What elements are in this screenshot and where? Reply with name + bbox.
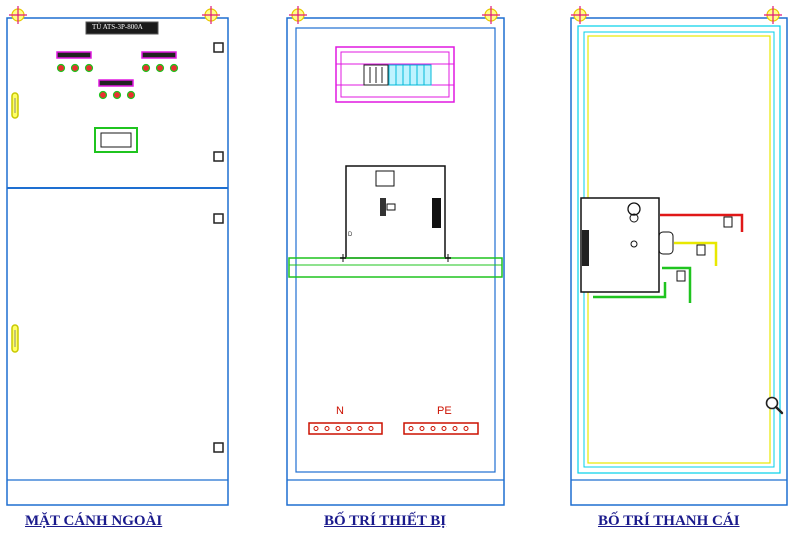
meter-group-right [141, 51, 179, 73]
crosshair-lifting-icon [571, 6, 589, 24]
mounting-rail [288, 257, 503, 278]
front-view [6, 17, 229, 506]
equipment-view-label: BỐ TRÍ THIẾT BỊ [324, 513, 447, 529]
neutral-terminal-bar [308, 422, 383, 435]
equipment-cabinet-outline [286, 17, 505, 506]
busbar-yellow [674, 241, 718, 266]
busbar-green [593, 266, 692, 303]
mounting-plate [295, 27, 496, 473]
busbar-view-label: BỐ TRÍ THANH CÁI [598, 513, 740, 529]
ats-switch-side [580, 197, 674, 293]
equipment-view: D [286, 17, 505, 506]
display-window [94, 127, 138, 153]
front-view-label: MẶT CÁNH NGOÀI [25, 513, 163, 529]
ats-switch: D [345, 165, 446, 259]
busbar-cabinet-outline [570, 17, 788, 506]
svg-text:D: D [348, 232, 353, 238]
control-component-frame [335, 46, 455, 103]
inner-frame-cyan [577, 25, 781, 474]
busbar-red [660, 213, 744, 232]
crosshair-lifting-icon [764, 6, 782, 24]
busbar-view [570, 17, 788, 506]
nameplate-text: TỦ ATS-3P-800A [92, 23, 143, 31]
meter-group-left [56, 51, 94, 73]
neutral-bar-label: N [336, 405, 344, 417]
magnifier-icon[interactable] [765, 396, 784, 415]
door-handle-upper [11, 92, 19, 119]
earth-terminal-bar [403, 422, 479, 435]
nameplate [85, 21, 159, 35]
meter-group-center [98, 79, 136, 100]
crosshair-lifting-icon [9, 6, 27, 24]
crosshair-lifting-icon [482, 6, 500, 24]
crosshair-lifting-icon [202, 6, 220, 24]
front-cabinet-outline [6, 17, 229, 506]
door-hinges [213, 42, 224, 453]
crosshair-lifting-icon [289, 6, 307, 24]
earth-bar-label: PE [437, 405, 452, 417]
door-handle-lower [11, 324, 19, 353]
lifting-points [9, 6, 782, 24]
